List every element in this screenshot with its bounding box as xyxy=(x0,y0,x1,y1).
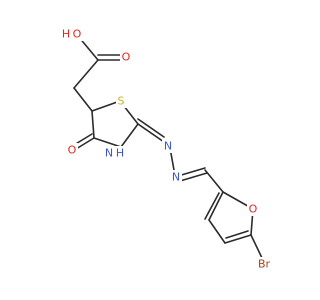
atom-o-hydroxyl: O xyxy=(73,28,82,41)
atom-o-keto: O xyxy=(68,144,77,157)
bonds xyxy=(73,35,263,259)
nh-label: N H xyxy=(104,146,128,160)
atom-n-hydrazone: N xyxy=(172,171,180,184)
atom-o-carboxyl: O xyxy=(122,51,131,64)
atom-br: Br xyxy=(258,258,271,271)
bond-c2f-c3f-double xyxy=(204,192,220,220)
atom-o-furan: O xyxy=(249,203,258,216)
bond-c4f-c5f xyxy=(224,234,252,244)
bond-c5f-br xyxy=(250,234,263,259)
atom-h-hydroxyl: H xyxy=(62,28,70,41)
bond-n3-c4 xyxy=(93,137,122,148)
bond-ch2-c5 xyxy=(73,87,93,112)
oh-label: H O xyxy=(62,27,86,41)
atom-n-ring: N xyxy=(105,147,113,160)
bond-ch-c2f xyxy=(204,169,224,193)
atom-h-ring: H xyxy=(116,147,124,160)
chemical-structure-diagram: H O O S O N H N N O Br xyxy=(61,27,273,271)
bond-ch2-cooh xyxy=(73,59,99,89)
bond-c3f-c4f xyxy=(208,219,226,244)
bond-n-ch xyxy=(177,167,206,177)
bond-c4-o xyxy=(75,137,95,150)
bond-c4f-c5f-double xyxy=(225,230,249,239)
bond-c2-n-double-b xyxy=(137,118,165,138)
bond-c2-n3 xyxy=(120,123,139,148)
bond-c4-c5 xyxy=(91,110,95,139)
bond-n-ch-double xyxy=(179,172,208,182)
bond-c2f-c3f xyxy=(208,191,224,221)
atom-labels: H O O S O N H N N O Br xyxy=(62,27,273,271)
bond-c5-s xyxy=(91,100,121,112)
atom-s-ring: S xyxy=(118,95,125,108)
bond-c2-n-double-a xyxy=(137,123,165,143)
atom-n-imine: N xyxy=(164,140,172,153)
